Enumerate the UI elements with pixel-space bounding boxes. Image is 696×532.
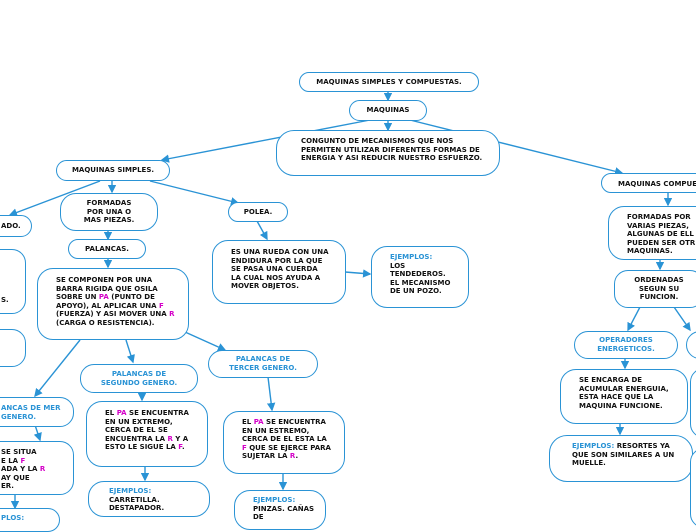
r-label: R <box>289 452 296 461</box>
f-label: F <box>178 443 183 452</box>
segundo-def-node[interactable]: EL PA SE ENCUENTRA EN UN EXTREMO, CERCA … <box>86 401 208 467</box>
maquinas-compuestas-node[interactable]: MAQUINAS COMPUE <box>601 173 696 193</box>
plano-ej-partial-node[interactable] <box>0 329 26 367</box>
f-label: F <box>20 456 26 465</box>
text: (CARGA O RESISTENCIA). <box>56 318 155 327</box>
ejemplos-text: LOS TENDEDEROS. EL MECANISMO DE UN POZO. <box>390 261 451 296</box>
text: Y A ESTO LE SIGUE LA <box>105 434 189 452</box>
tercer-genero-node[interactable]: PALANCAS DE TERCER GENERO. <box>208 350 318 378</box>
connector <box>125 339 135 364</box>
connector <box>256 220 268 241</box>
text: AY QUE <box>1 473 30 482</box>
ejemplos-text: PINZAS. CAÑAS DE <box>253 504 315 522</box>
segundo-ejemplos-node[interactable]: EJEMPLOS: CARRETILLA. DESTAPADOR. <box>88 481 210 517</box>
f-label: F <box>159 301 164 310</box>
ejemplos-label: EJEMPLOS: <box>390 253 433 261</box>
text: . <box>295 452 299 461</box>
connector <box>344 269 372 278</box>
connector <box>184 331 227 351</box>
operadores-ejemplos-node[interactable]: EJEMPLOS: RESORTES YA QUE SON SIMILARES … <box>549 435 693 482</box>
ordenadas-node[interactable]: ORDENADAS SEGUN SU FUNCION. <box>614 270 696 308</box>
pa-label: PA <box>98 293 109 302</box>
text: (PUNTO DE APOYO), AL APLICAR UNA <box>56 293 160 310</box>
text: SE SITUA <box>1 448 37 456</box>
connector <box>149 180 240 206</box>
maquinas-node[interactable]: MAQUINAS <box>349 100 427 121</box>
polea-node[interactable]: POLEA. <box>228 202 288 222</box>
ejemplos-label: EJEMPLOS: <box>109 487 152 495</box>
connector <box>33 424 42 442</box>
connector <box>160 119 371 163</box>
palancas-node[interactable]: PALANCAS. <box>68 239 146 259</box>
ejemplos-label: EJEMPLOS: <box>253 496 296 504</box>
compuestas-formadas-node[interactable]: FORMADAS POR VARIAS PIEZAS, ALGUNAS DE E… <box>608 206 696 260</box>
primer-genero-node[interactable]: ANCAS DE MER GENERO. <box>0 397 74 427</box>
r-label: R <box>169 310 175 319</box>
text: QUE SE EJERCE PARA SUJETAR LA <box>242 443 331 461</box>
operadores-def-node[interactable]: SE ENCARGA DE ACUMULAR ENERGUIA, ESTA HA… <box>560 369 688 424</box>
polea-def-node[interactable]: ES UNA RUEDA CON UNA ENDIDURA POR LA QUE… <box>212 240 346 304</box>
text: (FUERZA) Y ASI MOVER UNA <box>56 310 170 319</box>
polea-ejemplos-node[interactable]: EJEMPLOS: LOS TENDEDEROS. EL MECANISMO D… <box>371 246 469 308</box>
primer-ejemplos-node[interactable]: PLOS: <box>0 508 60 532</box>
ejemplos-text: RESORTES YA QUE SON SIMILARES A UN MUELL… <box>572 442 675 468</box>
tercer-def-node[interactable]: EL PA SE ENCUENTRA EN UN ESTREMO, CERCA … <box>223 411 345 474</box>
text: EL <box>105 409 117 417</box>
ejemplos-text: CARRETILLA. DESTAPADOR. <box>109 495 165 513</box>
pa-label: PA <box>116 409 127 417</box>
tercer-ejemplos-node[interactable]: EJEMPLOS: PINZAS. CAÑAS DE <box>234 490 326 530</box>
text: SE ENCUENTRA EN UN EXTREMO, CERCA DE EL … <box>105 409 189 443</box>
f-label: F <box>242 443 247 452</box>
r-label: R <box>39 465 46 474</box>
r-label: R <box>167 434 173 443</box>
plano-def-partial-node[interactable]: S. <box>0 249 26 314</box>
connectors <box>8 91 691 510</box>
text: ADA Y LA <box>1 465 40 474</box>
extra-partial-node-2[interactable] <box>690 368 696 438</box>
segundo-genero-node[interactable]: PALANCAS DE SEGUNDO GENERO. <box>80 364 198 393</box>
extra-partial-node-3[interactable] <box>690 448 696 528</box>
palancas-def-node[interactable]: SE COMPONEN POR UNA BARRA RIGIDA QUE OSI… <box>37 268 189 340</box>
connector <box>627 306 641 332</box>
pa-label: PA <box>253 418 264 426</box>
connector <box>409 119 624 176</box>
ejemplos-label: EJEMPLOS: <box>572 442 615 450</box>
maquinas-simples-node[interactable]: MAQUINAS SIMPLES. <box>56 160 170 181</box>
primer-def-node[interactable]: SE SITUA E LA F ADA Y LA R AY QUE ER. <box>0 441 74 495</box>
text: E LA <box>1 456 21 465</box>
root-node[interactable]: MAQUINAS SIMPLES Y COMPUESTAS. <box>299 72 479 92</box>
connector <box>673 306 691 332</box>
mind-map-canvas: MAQUINAS SIMPLES Y COMPUESTAS. MAQUINAS … <box>0 72 696 532</box>
connector <box>34 339 81 398</box>
plano-partial-node[interactable]: ADO. <box>0 215 32 237</box>
text: SE ENCUENTRA EN UN ESTREMO, CERCA DE EL … <box>242 418 327 444</box>
text: ER. <box>1 482 14 491</box>
connector <box>8 180 101 217</box>
text: SE COMPONEN POR UNA BARRA RIGIDA QUE OSI… <box>56 276 158 302</box>
text: EL <box>242 418 254 426</box>
operadores-node[interactable]: OPERADORES ENERGETICOS. <box>574 331 678 359</box>
text: . <box>182 443 185 452</box>
connector <box>266 376 276 412</box>
formadas-node[interactable]: FORMADAS POR UNA O MAS PIEZAS. <box>60 193 158 231</box>
definicion-node[interactable]: CONGUNTO DE MECANISMOS QUE NOS PERMITEN … <box>276 130 500 176</box>
